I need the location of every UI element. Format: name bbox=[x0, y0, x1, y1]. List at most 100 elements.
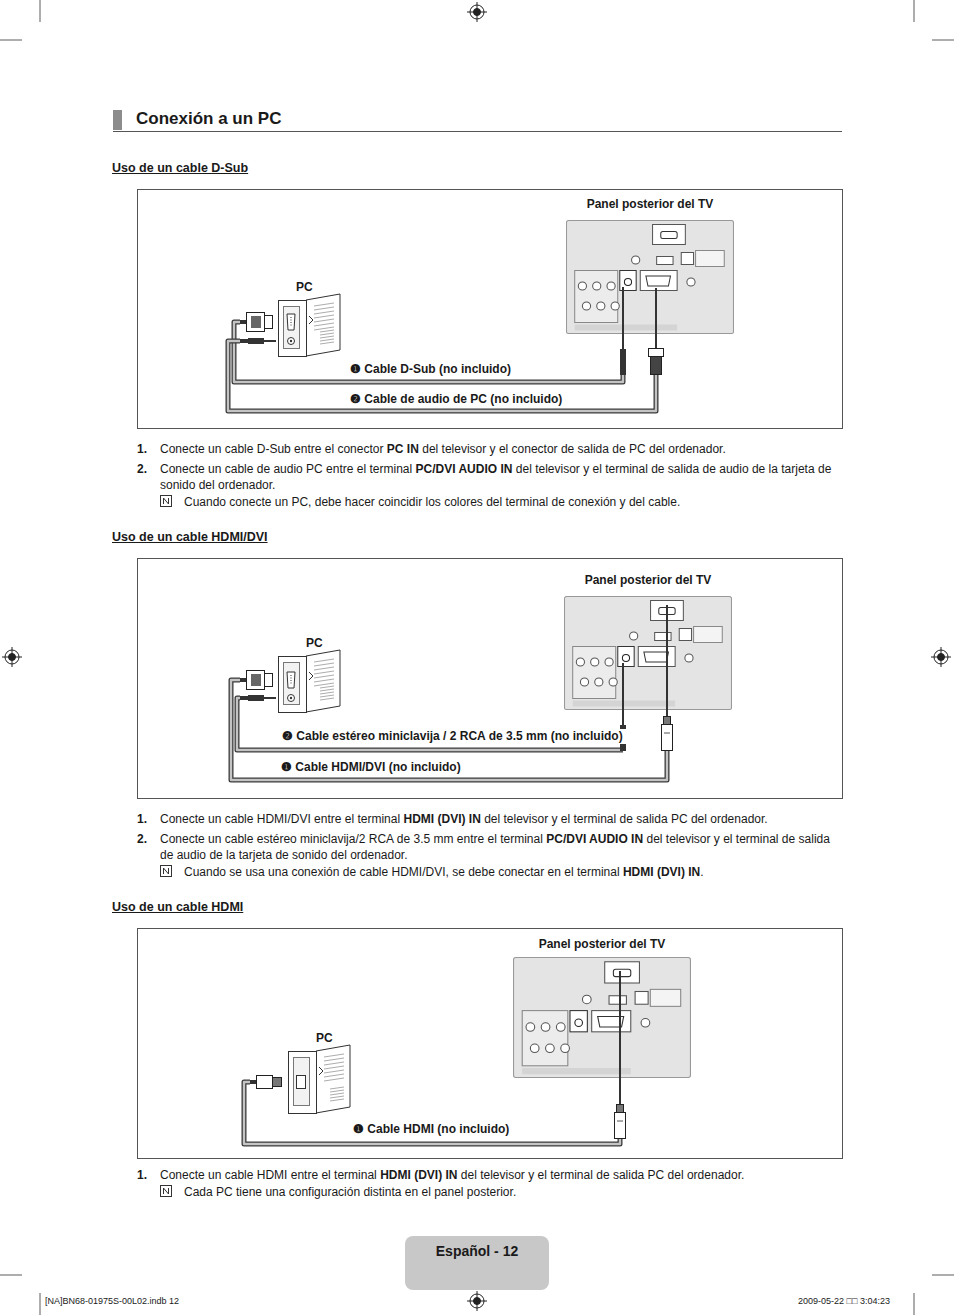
crop-marks-part bbox=[932, 40, 954, 41]
tv-panel-illustration-part-part bbox=[522, 1068, 631, 1074]
tv-panel-illustration-part-part bbox=[607, 282, 615, 290]
pc-illustration-part bbox=[314, 659, 334, 662]
tv-panel-illustration-part-part bbox=[640, 271, 677, 291]
diagram-frames bbox=[138, 190, 843, 1159]
pc-illustration-part bbox=[240, 696, 248, 700]
registration-marks-part bbox=[467, 2, 487, 22]
tv-panel-illustration-part-part bbox=[546, 1044, 555, 1052]
pc-illustration-part bbox=[320, 339, 334, 341]
tv-panel-illustration-part-part bbox=[605, 962, 640, 983]
pc-illustration-part bbox=[314, 679, 334, 682]
tv-rear-panel: Panel posterior del TV bbox=[564, 197, 736, 375]
tv-panel-illustration-part-part bbox=[576, 658, 584, 666]
note-icons-part-part bbox=[164, 498, 169, 504]
instruction-text: Cuando conecte un PC, debe hacer coincid… bbox=[184, 495, 680, 509]
terminal-name: PC/DVI AUDIO IN bbox=[416, 462, 513, 476]
pc-illustration-part bbox=[330, 1096, 344, 1098]
pc-unit: PC bbox=[250, 1031, 356, 1115]
tv-panel-illustration-part-part bbox=[696, 251, 725, 267]
pc-illustration-part bbox=[314, 663, 334, 666]
diagram-frames-part bbox=[138, 559, 843, 799]
tv-panel-illustration-part-part bbox=[605, 658, 613, 666]
pc-illustration-part bbox=[284, 663, 300, 705]
cable-label: ❶ Cable D-Sub (no incluido) bbox=[347, 362, 514, 377]
tv-panel-illustration-part bbox=[664, 717, 671, 725]
tv-panel-illustration-part-part bbox=[573, 647, 616, 699]
tv-panel-illustration-part-part bbox=[622, 655, 629, 662]
tv-panel-illustration-part-part bbox=[580, 678, 588, 686]
pc-illustration-part bbox=[248, 695, 264, 701]
instruction-text: Cuando se usa una conexión de cable HDMI… bbox=[184, 864, 842, 880]
crop-marks-part bbox=[40, 1293, 41, 1315]
tv-panel-illustration-part bbox=[615, 1113, 626, 1139]
crop-marks-part bbox=[0, 40, 22, 41]
registration-marks-part bbox=[467, 1291, 487, 1311]
tv-panel-illustration-part-part bbox=[541, 1023, 550, 1031]
pc-illustration-part bbox=[324, 1070, 344, 1073]
tv-panel-illustration-part-part bbox=[635, 991, 648, 1004]
pc-unit: PC bbox=[240, 636, 346, 714]
pc-illustration-part bbox=[240, 678, 246, 682]
tv-panel-illustration-part-part bbox=[575, 271, 618, 323]
pc-illustration-part bbox=[314, 303, 334, 306]
pc-illustration-part bbox=[320, 698, 334, 700]
tv-panel-illustration-part bbox=[655, 288, 657, 349]
pc-label: PC bbox=[316, 1031, 333, 1046]
note-icons-part-part bbox=[164, 868, 169, 874]
pc-illustration-part bbox=[247, 671, 265, 690]
pc-illustration-part bbox=[320, 686, 334, 688]
tv-panel-illustration-part-part bbox=[567, 221, 734, 334]
tv-panel-illustration-part bbox=[567, 221, 734, 334]
pc-illustration-part bbox=[320, 695, 334, 697]
print-info: [NA]BN68-01975S-00L02.indb 12 bbox=[45, 1296, 179, 1307]
title-bar bbox=[113, 110, 122, 130]
pc-illustration-part bbox=[287, 672, 295, 688]
diagram-frames-part bbox=[138, 190, 843, 429]
terminal-name: HDMI (DVI) IN bbox=[623, 865, 700, 879]
note-icons-part-part bbox=[164, 1188, 169, 1194]
tv-panel-illustration-part-part bbox=[526, 1023, 535, 1031]
tv-panel-illustration-part-part bbox=[611, 302, 619, 310]
tv-panel-illustration-part bbox=[565, 597, 732, 710]
pc-illustration-part bbox=[314, 315, 334, 318]
instruction-text: Conecte un cable de audio PC entre el te… bbox=[160, 461, 842, 493]
tv-panel-illustration-part bbox=[622, 287, 624, 349]
step-number: 1. bbox=[137, 811, 147, 827]
tv-panel-illustration-part-part bbox=[687, 278, 695, 286]
tv-panel-illustration-part-part bbox=[661, 232, 677, 239]
crop-marks-part bbox=[914, 1293, 915, 1315]
tv-panel-illustration-part bbox=[619, 971, 621, 1105]
pc-illustration-part bbox=[279, 657, 307, 713]
instruction-text: Cada PC tiene una configuración distinta… bbox=[184, 1184, 842, 1200]
pc-illustration-part bbox=[320, 342, 334, 344]
pc-unit: PC bbox=[240, 280, 346, 358]
tv-panel-illustration-part-part bbox=[592, 1011, 631, 1032]
tv-panel-illustration bbox=[562, 573, 734, 751]
note-icons-part-part bbox=[161, 1186, 172, 1197]
pc-illustration-part bbox=[264, 340, 276, 342]
tv-panel-illustration-part bbox=[651, 357, 662, 375]
pc-illustration-part bbox=[251, 674, 261, 686]
tv-panel-illustration-part-part bbox=[514, 958, 691, 1078]
instruction-text: . bbox=[700, 865, 703, 879]
instruction-text: Conecte un cable de audio PC entre el te… bbox=[160, 462, 412, 476]
tv-panel-illustration-part bbox=[662, 725, 673, 751]
registration-marks-part bbox=[931, 647, 951, 667]
tv-panel-illustration-part-part bbox=[609, 996, 626, 1004]
tv-panel-illustration-part-part bbox=[609, 678, 617, 686]
tv-panel-illustration-part-part bbox=[657, 257, 673, 265]
pc-illustration-part bbox=[273, 1078, 282, 1087]
instruction-text: Cada PC tiene una configuración distinta… bbox=[184, 1185, 516, 1199]
tv-panel-illustration-part bbox=[649, 349, 664, 357]
pc-illustration-part bbox=[279, 301, 307, 357]
pc-illustration-part bbox=[320, 330, 334, 332]
pc-illustration-part bbox=[314, 323, 334, 326]
tv-panel-illustration-part-part bbox=[650, 989, 680, 1006]
cable-label: ❷ Cable de audio de PC (no incluido) bbox=[347, 392, 565, 407]
instruction-text: Conecte un cable HDMI/DVI entre el termi… bbox=[160, 811, 842, 827]
pc-illustration bbox=[250, 1031, 356, 1115]
pc-illustration-part bbox=[314, 319, 334, 322]
pc-illustration-part bbox=[330, 1099, 344, 1101]
